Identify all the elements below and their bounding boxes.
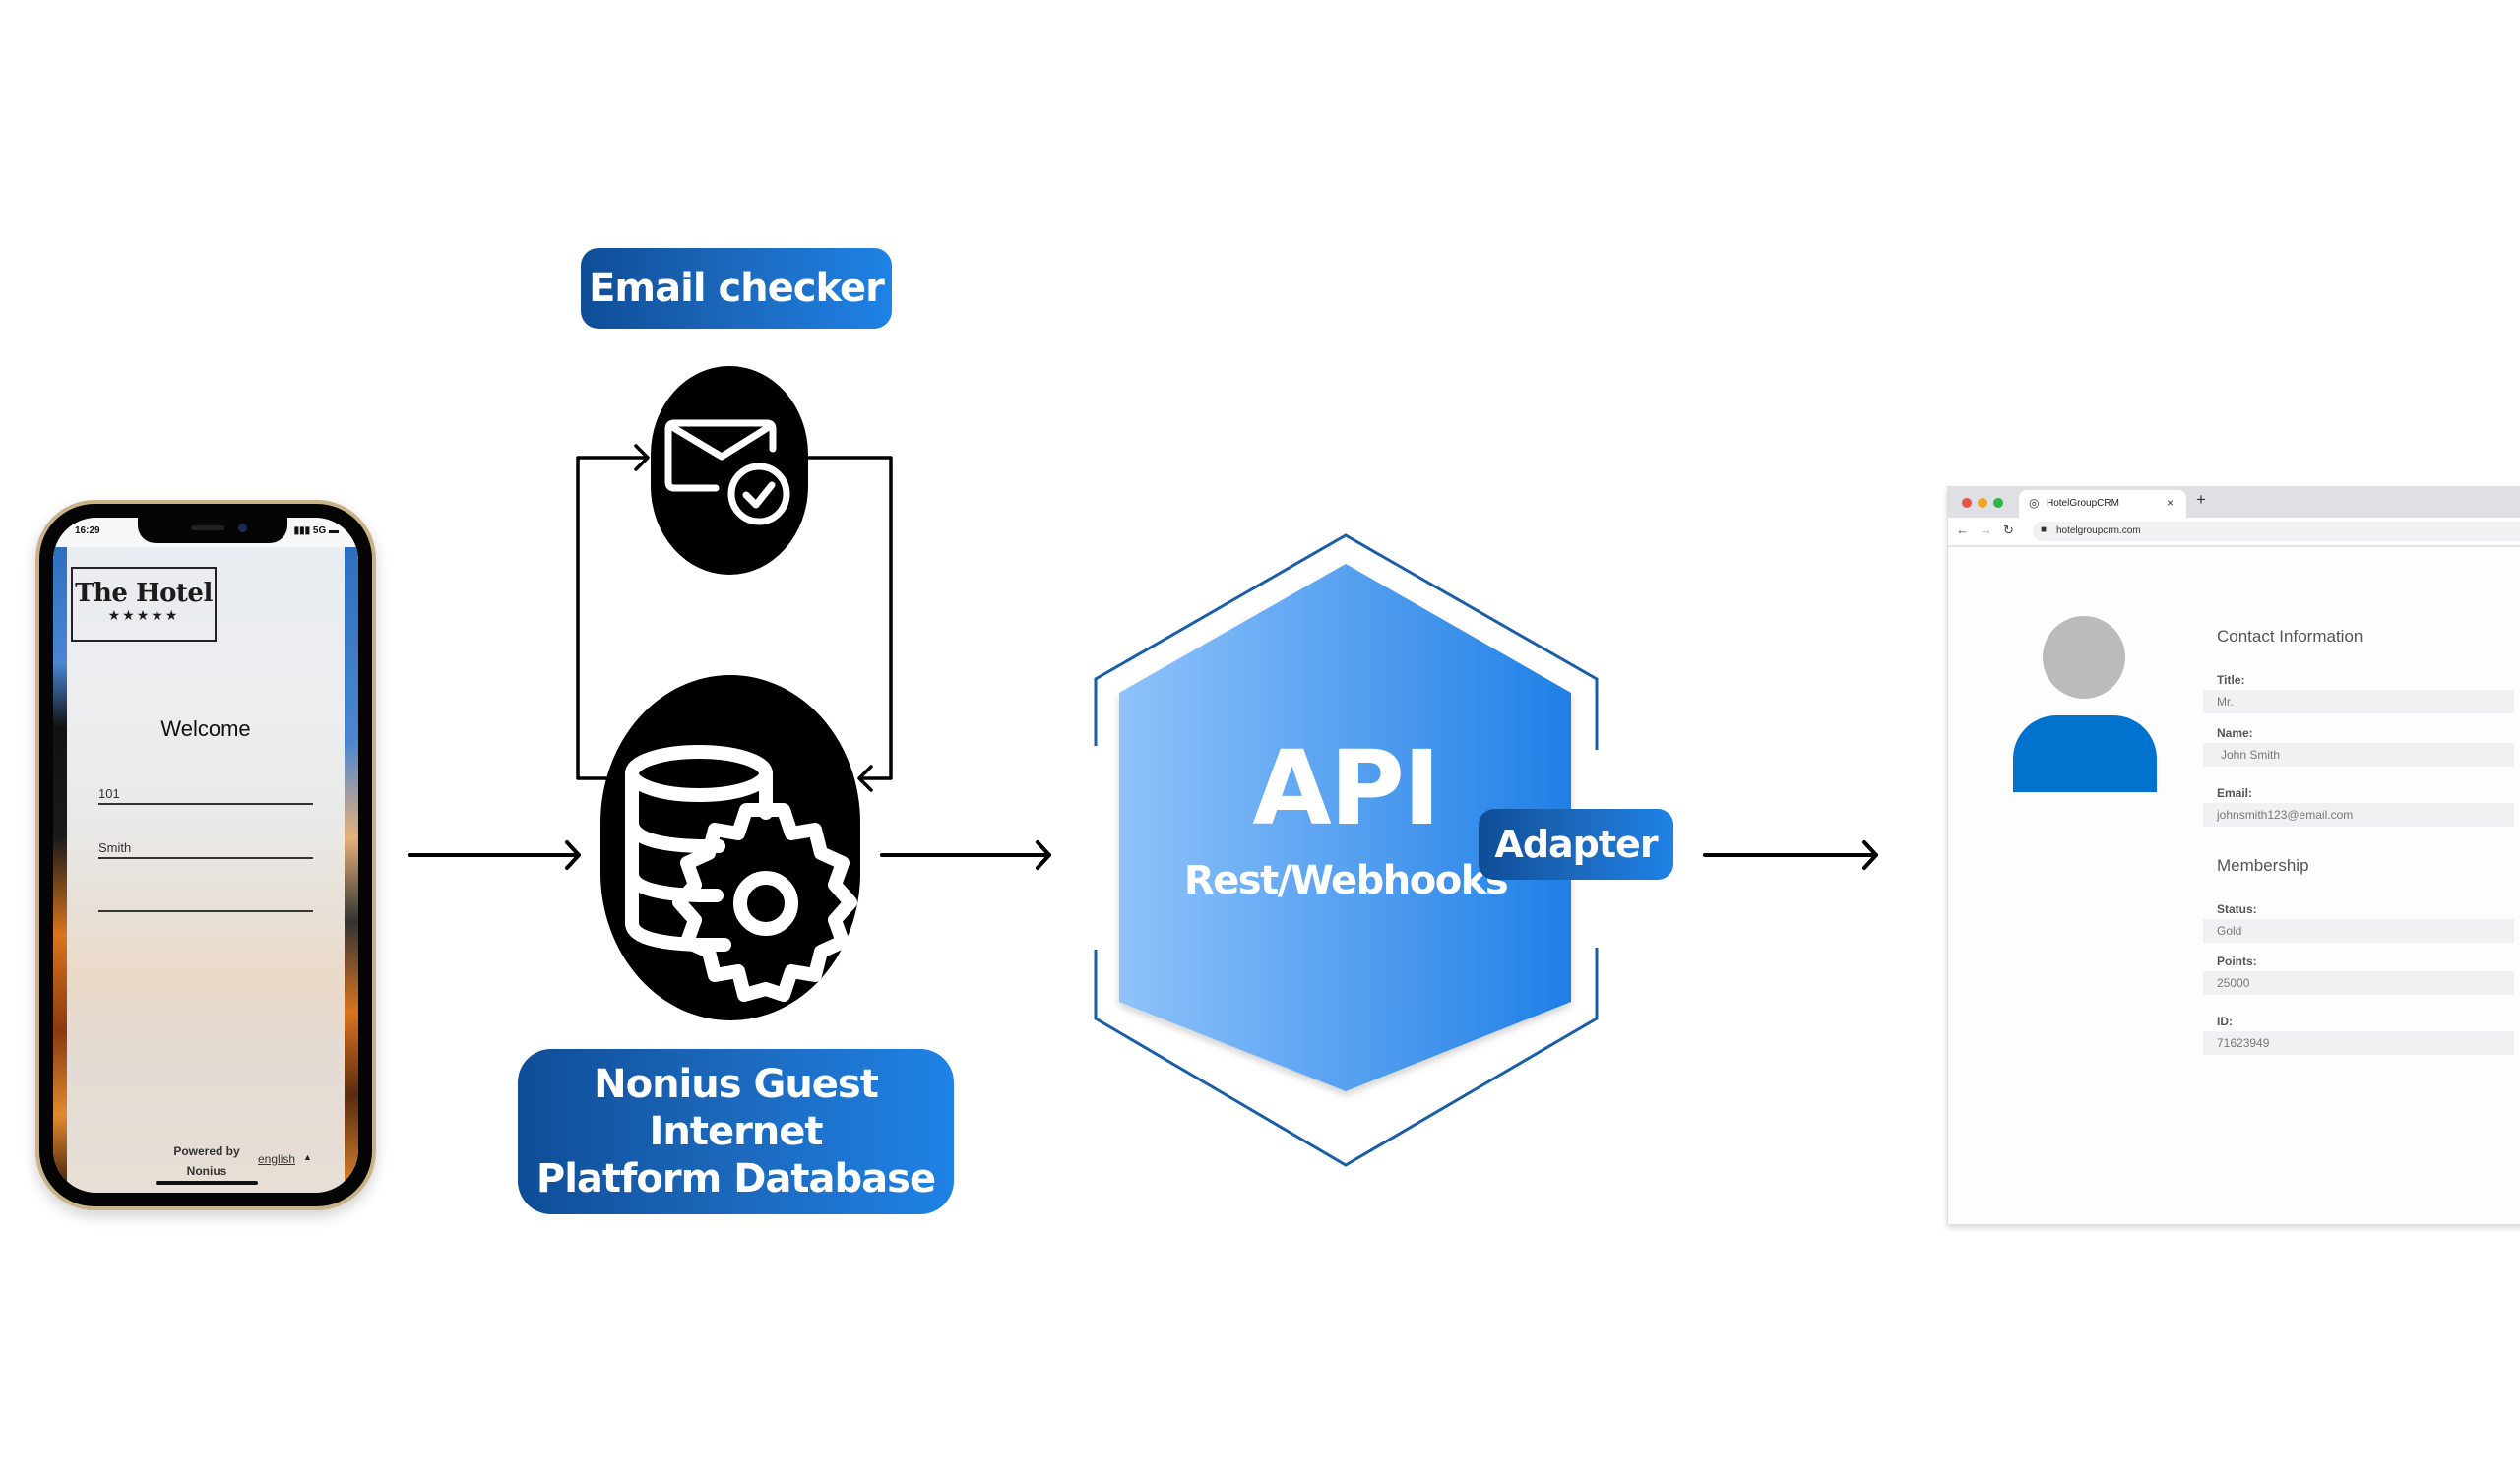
api-subtitle: Rest/Webhooks <box>1183 858 1509 903</box>
database-node <box>600 675 860 1020</box>
url-text: hotelgroupcrm.com <box>2056 525 2141 536</box>
background-edge-left <box>53 547 67 1193</box>
email-check-icon <box>664 419 790 525</box>
name-label: Name: <box>2217 726 2253 740</box>
star-rating-icon: ★★★★★ <box>107 607 180 623</box>
powered-by-label: Powered by <box>173 1144 240 1158</box>
lock-icon: ■ <box>2041 524 2048 535</box>
close-window-button[interactable] <box>1962 498 1972 508</box>
points-field[interactable]: 25000 <box>2203 971 2514 995</box>
name-value: John Smith <box>2221 748 2281 762</box>
arrow-database-to-email-checker <box>576 444 650 780</box>
name-field[interactable]: John Smith <box>2203 743 2514 767</box>
guest-portal-phone: 16:29 ▮▮▮ 5G ▬ <box>35 500 376 1210</box>
signal-battery-indicator: ▮▮▮ 5G ▬ <box>293 525 339 536</box>
browser-tab-bar: ◎ HotelGroupCRM × + <box>1948 486 2520 518</box>
phone-notch <box>138 518 287 543</box>
forward-icon[interactable]: → <box>1980 523 1992 537</box>
hotel-logo: The Hotel ★★★★★ <box>71 567 217 642</box>
points-label: Points: <box>2217 955 2257 968</box>
avatar-head <box>2043 616 2125 699</box>
status-field[interactable]: Gold <box>2203 919 2514 943</box>
arrow-adapter-to-crm <box>1703 840 1878 870</box>
avatar-body <box>2013 715 2157 792</box>
database-label: Nonius Guest Internet Platform Database <box>518 1049 954 1214</box>
powered-by-text: Powered by Nonius <box>158 1141 256 1181</box>
title-field[interactable]: Mr. <box>2203 690 2514 713</box>
globe-icon: ◎ <box>2029 496 2040 510</box>
phone-bezel: 16:29 ▮▮▮ 5G ▬ <box>39 504 372 1206</box>
new-tab-button[interactable]: + <box>2196 490 2206 509</box>
database-label-line1: Nonius Guest Internet <box>594 1062 879 1154</box>
points-value: 25000 <box>2217 976 2250 990</box>
phone-screen: 16:29 ▮▮▮ 5G ▬ <box>53 518 358 1193</box>
minimize-window-button[interactable] <box>1978 498 1987 508</box>
camera-icon <box>238 524 247 532</box>
hotel-logo-title: The Hotel <box>75 579 213 608</box>
email-field[interactable] <box>98 887 313 912</box>
portal-overlay <box>67 547 345 1193</box>
database-gear-icon <box>625 745 857 1002</box>
arrow-email-checker-to-database <box>803 456 893 792</box>
title-label: Title: <box>2217 673 2245 687</box>
surname-field[interactable]: Smith <box>98 833 313 859</box>
adapter-label: Adapter <box>1479 809 1673 880</box>
id-value: 71623949 <box>2217 1036 2270 1050</box>
email-label: Email: <box>2217 786 2253 800</box>
email-checker-label: Email checker <box>581 248 892 329</box>
crm-browser-window: ◎ HotelGroupCRM × + ← → ↻ ■ hotelgroupcr… <box>1947 486 2520 1224</box>
back-icon[interactable]: ← <box>1956 523 1969 537</box>
title-value: Mr. <box>2217 695 2234 709</box>
background-edge-right <box>345 547 358 1193</box>
status-label: Status: <box>2217 902 2257 916</box>
room-number-value: 101 <box>98 786 120 801</box>
crm-email-field[interactable]: johnsmith123@email.com <box>2203 803 2514 827</box>
id-field[interactable]: 71623949 <box>2203 1031 2514 1055</box>
status-time: 16:29 <box>75 525 100 536</box>
database-label-line2: Platform Database <box>536 1156 936 1202</box>
surname-value: Smith <box>98 840 132 855</box>
email-checker-node <box>651 366 808 575</box>
arrow-phone-to-database <box>408 840 581 870</box>
tab-title: HotelGroupCRM <box>2047 498 2119 509</box>
close-tab-icon[interactable]: × <box>2167 496 2174 510</box>
address-bar: ← → ↻ ■ hotelgroupcrm.com <box>1948 518 2520 547</box>
maximize-window-button[interactable] <box>1993 498 2003 508</box>
arrow-database-to-api <box>880 840 1051 870</box>
language-selector[interactable]: english <box>258 1152 296 1166</box>
crm-email-value: johnsmith123@email.com <box>2217 808 2354 822</box>
api-title: API <box>1252 728 1440 848</box>
powered-by-brand: Nonius <box>186 1164 227 1178</box>
api-hexagon-outline <box>1094 533 1599 1167</box>
contact-info-heading: Contact Information <box>2217 627 2363 646</box>
url-field[interactable]: ■ hotelgroupcrm.com <box>2033 522 2520 541</box>
id-label: ID: <box>2217 1015 2233 1028</box>
speaker-icon <box>191 525 224 530</box>
caret-up-icon[interactable]: ▲ <box>303 1152 312 1162</box>
browser-tab[interactable]: ◎ HotelGroupCRM × <box>2019 490 2186 518</box>
api-hexagon <box>1119 564 1571 1091</box>
membership-heading: Membership <box>2217 856 2309 875</box>
home-indicator <box>156 1181 258 1185</box>
reload-icon[interactable]: ↻ <box>2003 523 2014 537</box>
welcome-heading: Welcome <box>160 716 251 741</box>
room-number-field[interactable]: 101 <box>98 779 313 805</box>
status-value: Gold <box>2217 924 2242 938</box>
